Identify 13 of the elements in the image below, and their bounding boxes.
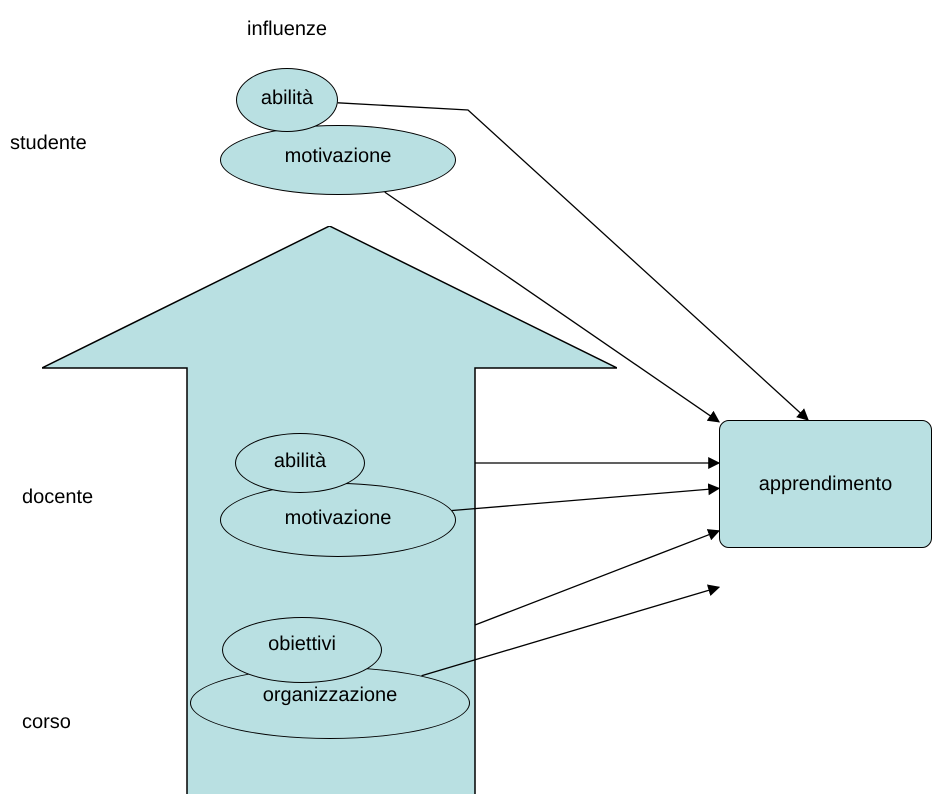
row-label: corso	[22, 711, 71, 734]
arrow	[421, 584, 720, 676]
arrow	[384, 192, 720, 422]
ellipse-node: motivazione	[220, 125, 456, 195]
row-label: studente	[10, 132, 87, 155]
arrow	[452, 483, 720, 512]
rounded-box: apprendimento	[719, 420, 932, 548]
arrow	[474, 529, 720, 626]
ellipse-node: abilità	[236, 68, 338, 132]
arrow	[338, 102, 809, 421]
row-label: influenze	[247, 18, 328, 41]
arrow	[475, 457, 720, 469]
row-label: docente	[22, 486, 94, 509]
